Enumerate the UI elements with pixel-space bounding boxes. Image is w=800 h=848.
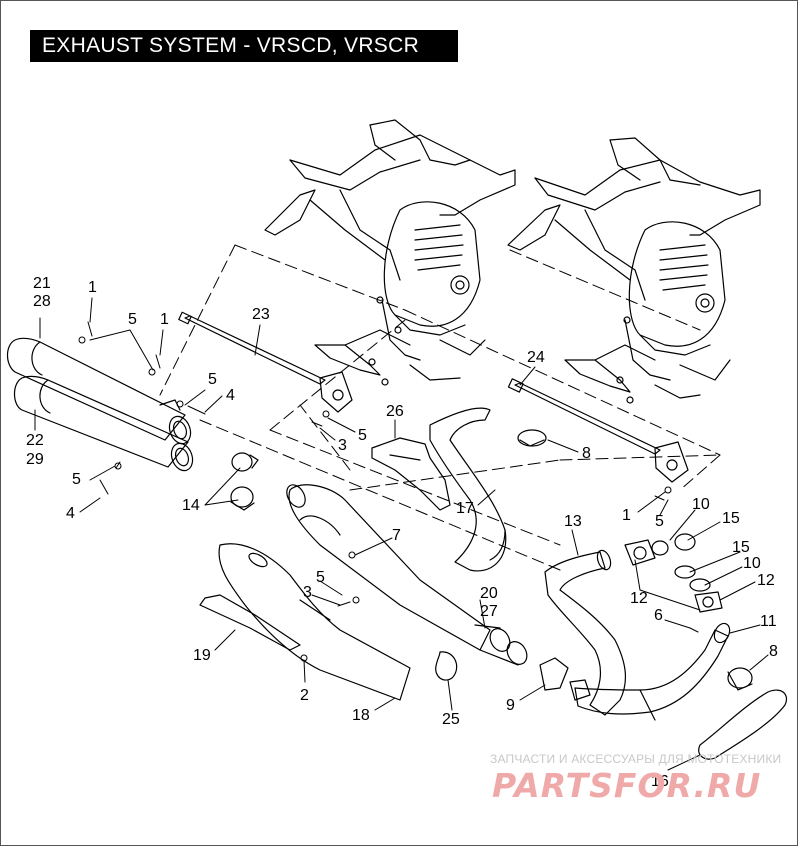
callout-10: 10 xyxy=(692,496,710,513)
callout-26: 26 xyxy=(386,403,404,420)
collector-20 xyxy=(286,484,528,666)
heat-shield-18 xyxy=(218,543,411,701)
title-banner: EXHAUST SYSTEM - VRSCD, VRSCR xyxy=(30,30,458,62)
callout-15: 15 xyxy=(732,539,750,556)
leader-lines xyxy=(34,297,769,771)
callout-21: 21 xyxy=(33,275,51,292)
callout-1: 1 xyxy=(622,507,631,524)
callout-7: 7 xyxy=(392,527,401,544)
callout-12: 12 xyxy=(630,590,648,607)
callout-12: 12 xyxy=(757,572,775,589)
callout-5: 5 xyxy=(72,471,81,488)
callout-1: 1 xyxy=(160,311,169,328)
callout-16: 16 xyxy=(651,773,669,790)
callout-3: 3 xyxy=(303,584,312,601)
clamp-9 xyxy=(539,657,591,701)
callout-1: 1 xyxy=(88,279,97,296)
heat-shield-16 xyxy=(698,689,788,760)
callout-11: 11 xyxy=(760,613,777,630)
callout-5: 5 xyxy=(128,311,137,328)
callout-25: 25 xyxy=(442,711,460,728)
callout-5: 5 xyxy=(655,513,664,530)
callout-2: 2 xyxy=(300,687,309,704)
callout-5: 5 xyxy=(358,427,367,444)
flange-12 xyxy=(624,539,723,613)
callout-14: 14 xyxy=(182,497,200,514)
callout-28: 28 xyxy=(33,293,51,310)
frame-right xyxy=(507,137,761,404)
heat-shield-26 xyxy=(371,437,451,511)
watermark-brand-logo: PARTSFOR.RU xyxy=(492,766,762,805)
muffler-bracket-24 xyxy=(507,378,689,483)
lower-muffler xyxy=(13,375,194,472)
clamp-14 xyxy=(230,452,259,511)
clamp-8-lower xyxy=(727,667,753,691)
callout-24: 24 xyxy=(527,349,545,366)
exhaust-pipe-17 xyxy=(429,407,507,572)
callout-23: 23 xyxy=(252,306,270,323)
callout-20: 20 xyxy=(480,585,498,602)
diagram-title: EXHAUST SYSTEM - VRSCD, VRSCR xyxy=(42,34,420,57)
callout-10: 10 xyxy=(743,555,761,572)
clamp-8-upper xyxy=(517,429,547,447)
callout-8: 8 xyxy=(582,445,591,462)
gasket-25 xyxy=(435,651,458,681)
callout-17: 17 xyxy=(456,500,474,517)
callout-13: 13 xyxy=(564,513,582,530)
heat-shield-19 xyxy=(199,594,301,651)
callout-29: 29 xyxy=(26,451,44,468)
callout-5: 5 xyxy=(316,569,325,586)
callout-3: 3 xyxy=(338,437,347,454)
fasteners xyxy=(78,321,699,662)
callout-18: 18 xyxy=(352,707,370,724)
head-pipe-11 xyxy=(574,622,731,721)
callout-9: 9 xyxy=(506,697,515,714)
callout-5: 5 xyxy=(208,371,217,388)
callout-8: 8 xyxy=(769,643,778,660)
watermark-tagline: ЗАПЧАСТИ И АКСЕССУАРЫ ДЛЯ МОТОТЕХНИКИ xyxy=(490,752,782,766)
callout-6: 6 xyxy=(654,607,663,624)
callout-4: 4 xyxy=(226,387,235,404)
muffler-bracket-23 xyxy=(178,311,353,413)
gaskets-10-15 xyxy=(651,533,711,592)
reference-lines xyxy=(159,244,721,571)
callout-27: 27 xyxy=(480,603,498,620)
callout-15: 15 xyxy=(722,510,740,527)
callout-19: 19 xyxy=(193,647,211,664)
frame-rear xyxy=(264,119,516,386)
callout-4: 4 xyxy=(66,505,75,522)
upper-muffler xyxy=(6,337,192,445)
head-pipe-13 xyxy=(544,549,626,716)
callout-22: 22 xyxy=(26,432,44,449)
